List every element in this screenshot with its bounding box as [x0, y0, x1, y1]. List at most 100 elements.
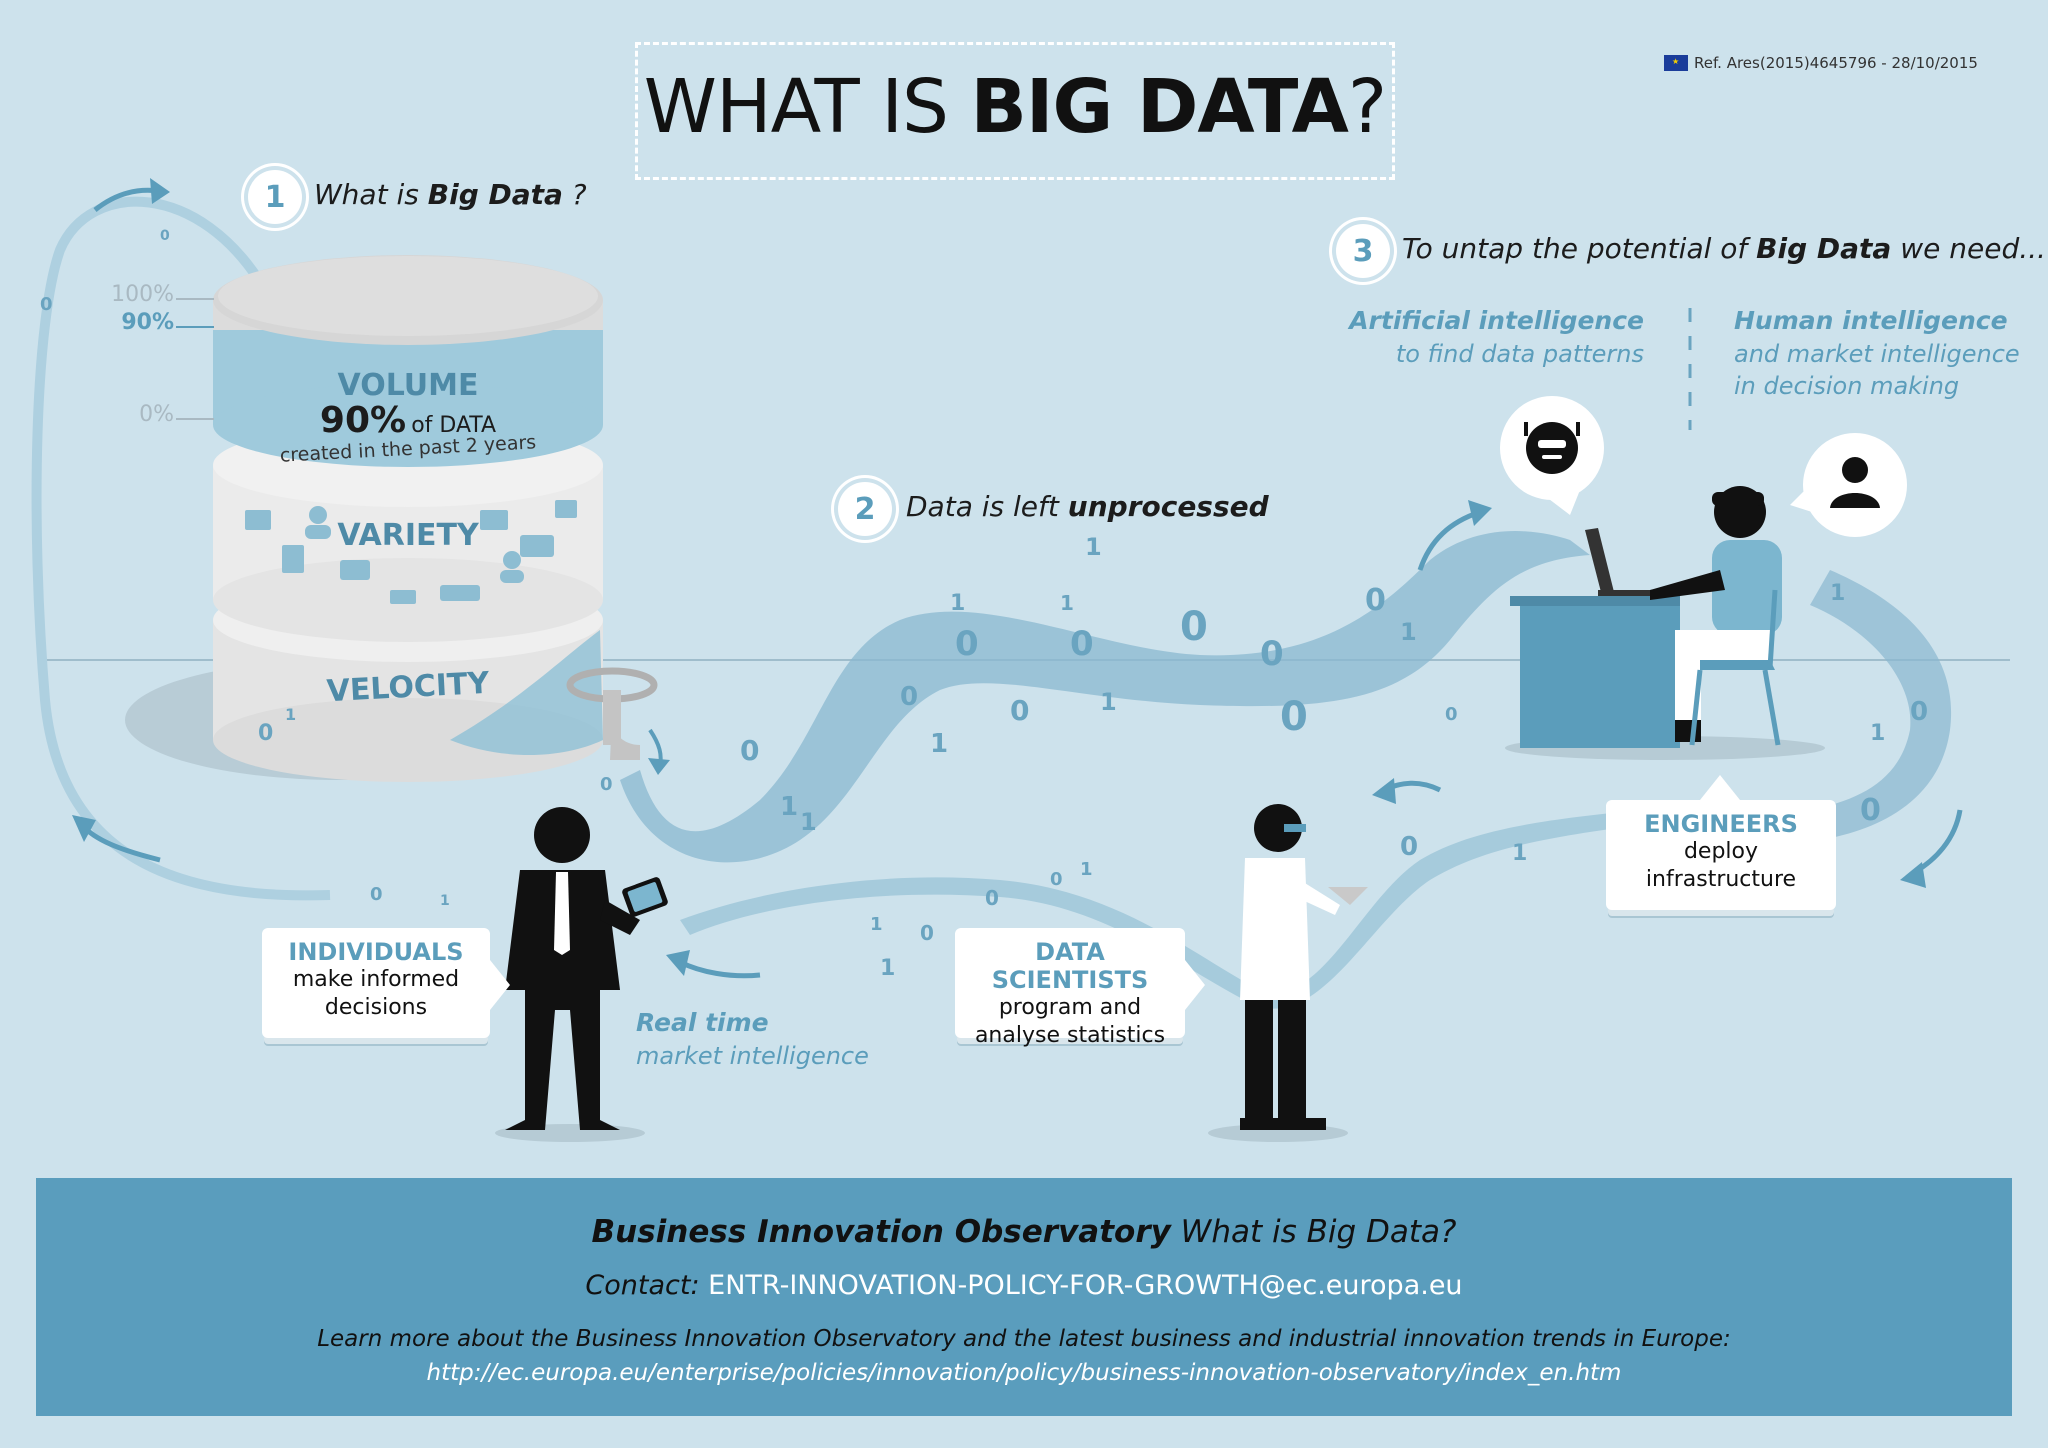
human-sub-2: in decision making: [1734, 372, 1960, 400]
scale-90: 90%: [121, 310, 174, 335]
desk: [1520, 598, 1680, 748]
variety-label: VARIETY: [337, 518, 479, 553]
svg-text:0: 0: [600, 774, 613, 795]
scientists-title: DATA SCIENTISTS: [991, 938, 1149, 994]
callout-data-scientists: DATA SCIENTISTS program and analyse stat…: [955, 928, 1185, 1048]
svg-text:1: 1: [780, 792, 798, 822]
scientists-line-1: program and: [998, 995, 1142, 1020]
realtime-sub: market intelligence: [636, 1042, 869, 1070]
step-2-label: Data is left unprocessed: [906, 490, 1269, 523]
individuals-line-2: decisions: [324, 995, 428, 1020]
lower-stream: [680, 810, 1640, 1009]
contact-email-link[interactable]: ENTR-INNOVATION-POLICY-FOR-GROWTH@ec.eur…: [708, 1270, 1463, 1301]
data-stream: [620, 531, 1590, 863]
svg-text:0: 0: [160, 228, 170, 244]
svg-text:0: 0: [1070, 624, 1094, 664]
volume-label: VOLUME: [337, 368, 479, 403]
scale-tick-100: [176, 298, 214, 300]
footer-contact: Contact: ENTR-INNOVATION-POLICY-FOR-GROW…: [585, 1270, 1463, 1301]
footer-title: Business Innovation Observatory What is …: [591, 1214, 1457, 1250]
svg-text:0: 0: [370, 884, 383, 905]
svg-text:0: 0: [1910, 697, 1928, 727]
step-1-label: What is Big Data ?: [314, 178, 587, 211]
footer-url-link[interactable]: http://ec.europa.eu/enterprise/policies/…: [426, 1360, 1622, 1386]
svg-text:1: 1: [1060, 591, 1074, 615]
human-bubble: [1803, 433, 1907, 537]
svg-text:0: 0: [955, 624, 979, 664]
svg-text:0: 0: [740, 734, 759, 767]
arrow-up-right-icon: [1417, 509, 1481, 571]
callout-pointer-scientists: [1185, 960, 1205, 1010]
svg-text:0: 0: [1445, 704, 1458, 725]
individuals-line-1: make informed: [292, 967, 460, 992]
arrow-back-icon: [678, 959, 761, 979]
realtime-title: Real time: [636, 1008, 769, 1037]
person-icon: [1842, 457, 1868, 483]
svg-text:0: 0: [900, 682, 918, 712]
svg-text:0: 0: [1010, 694, 1029, 727]
callout-individuals: INDIVIDUALS make informed decisions: [262, 928, 490, 1038]
arrow-head-top-left-icon: [150, 178, 170, 204]
scientist-figure: [1208, 804, 1368, 1142]
svg-text:0: 0: [920, 921, 934, 945]
scale-0: 0%: [139, 402, 174, 427]
svg-text:0: 0: [1365, 583, 1386, 618]
funnel-icon: [1328, 887, 1368, 905]
arrow-head-back-icon: [666, 950, 690, 976]
arrow-head-right-down-icon: [1900, 862, 1926, 888]
businessman-figure: [495, 807, 668, 1142]
ai-title: Artificial intelligence: [1349, 306, 1644, 335]
variety-icons: [245, 500, 577, 604]
svg-text:1: 1: [1100, 688, 1117, 716]
footer-learn-more: Learn more about the Business Innovation…: [317, 1326, 1731, 1352]
engineers-line-2: infrastructure: [1645, 867, 1797, 892]
ai-sub: to find data patterns: [1395, 340, 1644, 368]
svg-text:1: 1: [950, 591, 965, 616]
callout-engineers: ENGINEERS deploy infrastructure: [1606, 800, 1836, 910]
svg-text:1: 1: [440, 893, 450, 909]
svg-text:0: 0: [1400, 832, 1418, 862]
engineer-figure: [1650, 486, 1782, 746]
callout-pointer-individuals: [490, 960, 510, 1010]
svg-text:0: 0: [1280, 694, 1308, 740]
data-stream-right: [1810, 570, 1952, 840]
step-2-number: 2: [838, 482, 892, 536]
svg-text:0: 0: [985, 886, 999, 910]
svg-text:1: 1: [1870, 721, 1885, 746]
scale-tick-0: [176, 418, 214, 420]
svg-text:0: 0: [1860, 793, 1881, 828]
svg-text:1: 1: [880, 956, 895, 981]
svg-text:1: 1: [930, 729, 948, 759]
step-3-number: 3: [1336, 224, 1390, 278]
svg-text:1: 1: [1085, 533, 1102, 561]
reference: Ref. Ares(2015)4645796 - 28/10/2015: [1664, 54, 1978, 72]
scale-tick-90: [176, 326, 214, 328]
volume-stat: 90% of DATA: [319, 400, 497, 441]
svg-text:0: 0: [258, 721, 273, 746]
scale-100: 100%: [111, 282, 174, 307]
svg-text:1: 1: [870, 914, 883, 935]
arrow-head-left-icon: [1372, 778, 1396, 804]
page-title: WHAT IS BIG DATA?: [643, 64, 1387, 150]
engineers-line-1: deploy: [1683, 839, 1759, 864]
velocity-spill: [450, 630, 603, 755]
eu-flag-icon: [1664, 55, 1688, 71]
laptop-icon: [1585, 528, 1615, 596]
svg-text:1: 1: [1080, 859, 1093, 880]
svg-text:0: 0: [40, 294, 53, 315]
human-title: Human intelligence: [1734, 306, 2008, 335]
title-frame: [635, 42, 1395, 180]
svg-text:1: 1: [1400, 618, 1417, 646]
svg-text:1: 1: [1830, 581, 1845, 606]
reference-text: Ref. Ares(2015)4645796 - 28/10/2015: [1694, 54, 1978, 72]
arrow-head-up-right-icon: [1468, 500, 1492, 526]
arrow-head-bottom-left-icon: [72, 815, 96, 842]
individuals-title: INDIVIDUALS: [288, 938, 464, 966]
step-3-label: To untap the potential of Big Data we ne…: [1402, 232, 2046, 265]
svg-text:1: 1: [285, 705, 296, 724]
loop-stream-left: [31, 196, 331, 901]
callout-pointer-engineers: [1700, 775, 1740, 800]
